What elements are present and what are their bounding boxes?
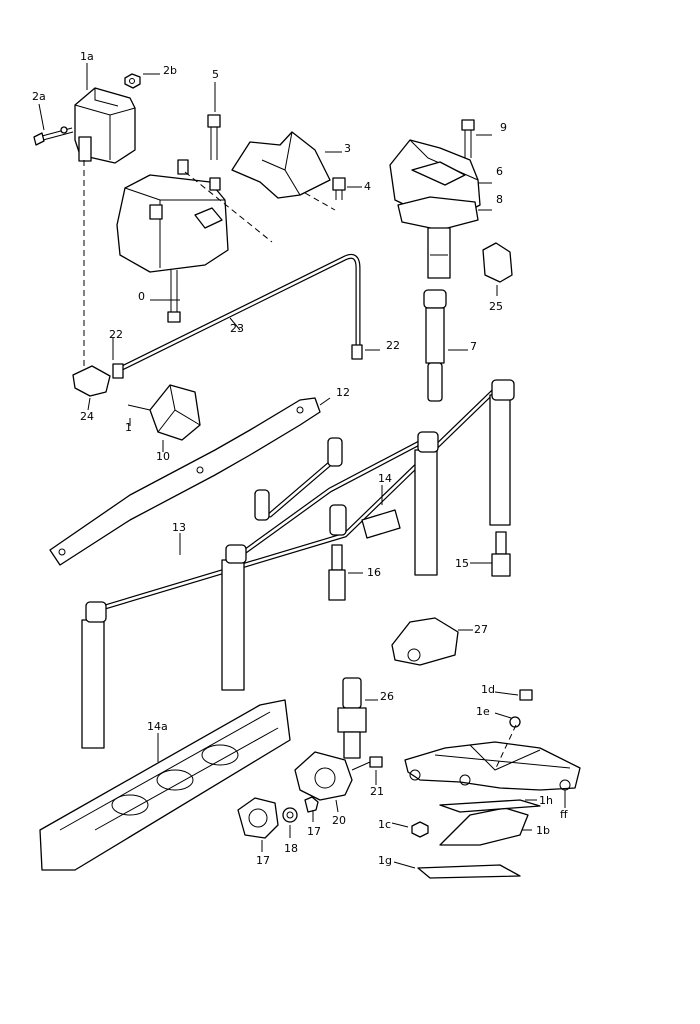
label-23: 23 bbox=[230, 322, 244, 335]
label-10: 10 bbox=[156, 450, 170, 463]
label-13: 13 bbox=[172, 521, 186, 534]
label-17-nut: 17 bbox=[307, 825, 321, 838]
strip-1h bbox=[439, 799, 541, 813]
label-7: 7 bbox=[470, 340, 477, 353]
label-22-left: 22 bbox=[109, 328, 123, 341]
label-1d: 1d bbox=[481, 683, 495, 696]
clamp-17 bbox=[237, 797, 279, 839]
washer-1e bbox=[509, 716, 521, 728]
clamp-20 bbox=[294, 751, 353, 801]
label-0: 0 bbox=[138, 290, 145, 303]
label-22-right: 22 bbox=[386, 339, 400, 352]
label-9: 9 bbox=[500, 121, 507, 134]
nut-2b bbox=[124, 73, 141, 89]
label-16: 16 bbox=[367, 566, 381, 579]
label-14: 14 bbox=[378, 472, 392, 485]
gasket-8 bbox=[397, 196, 479, 231]
label-1e: 1e bbox=[476, 705, 490, 718]
bolt-9 bbox=[461, 119, 475, 158]
ignition-coil-1a bbox=[74, 87, 136, 164]
plate-1b bbox=[439, 807, 529, 846]
boot-tube bbox=[427, 227, 451, 279]
bolt-21 bbox=[351, 756, 383, 771]
label-8: 8 bbox=[496, 193, 503, 206]
label-1b: 1b bbox=[536, 824, 550, 837]
label-24: 24 bbox=[80, 410, 94, 423]
distributor-cap bbox=[116, 159, 229, 273]
bolt-5 bbox=[207, 114, 221, 160]
part-labels: 1a 2b 2a 5 3 4 9 6 8 25 0 23 22 22 7 24 … bbox=[32, 50, 568, 867]
label-15: 15 bbox=[455, 557, 469, 570]
label-1: 1 bbox=[125, 421, 132, 434]
nut-17 bbox=[304, 796, 319, 813]
boot-7 bbox=[423, 289, 447, 402]
label-1g: 1g bbox=[378, 854, 392, 867]
label-20: 20 bbox=[332, 814, 346, 827]
clip-22-left bbox=[112, 363, 124, 379]
washer-18 bbox=[282, 807, 298, 823]
sensor-26 bbox=[337, 677, 367, 759]
label-6: 6 bbox=[496, 165, 503, 178]
label-5: 5 bbox=[212, 68, 219, 81]
spark-plug-15 bbox=[491, 531, 511, 577]
bracket-1g bbox=[417, 864, 521, 879]
label-1h: 1h bbox=[539, 794, 553, 807]
label-26: 26 bbox=[380, 690, 394, 703]
label-21: 21 bbox=[370, 785, 384, 798]
label-ff: ff bbox=[560, 808, 568, 821]
elbow-24 bbox=[72, 365, 111, 397]
label-14a: 14a bbox=[147, 720, 168, 733]
heat-shield-assembly bbox=[404, 741, 581, 791]
bracket-12 bbox=[49, 397, 321, 566]
control-module-10 bbox=[149, 384, 201, 441]
clip-22-right bbox=[351, 344, 363, 360]
bolt-0 bbox=[167, 270, 181, 323]
clip-25 bbox=[482, 242, 513, 283]
label-2a: 2a bbox=[32, 90, 46, 103]
cover-14a bbox=[39, 699, 291, 871]
bolt-2a bbox=[33, 126, 74, 146]
label-17-clamp: 17 bbox=[256, 854, 270, 867]
bracket-27 bbox=[391, 617, 459, 666]
lead-comb-14 bbox=[361, 509, 401, 539]
label-18: 18 bbox=[284, 842, 298, 855]
bolt-4 bbox=[332, 177, 346, 200]
label-27: 27 bbox=[474, 623, 488, 636]
label-12: 12 bbox=[336, 386, 350, 399]
leader-lines bbox=[38, 63, 566, 869]
bolt-1d bbox=[519, 689, 533, 701]
label-1c: 1c bbox=[378, 818, 391, 831]
coil-pack-6 bbox=[389, 139, 481, 219]
label-3: 3 bbox=[344, 142, 351, 155]
ignition-leads-13 bbox=[81, 379, 515, 749]
label-4: 4 bbox=[364, 180, 371, 193]
label-2b: 2b bbox=[163, 64, 177, 77]
label-25: 25 bbox=[489, 300, 503, 313]
glow-plug-16 bbox=[328, 544, 346, 601]
nut-1c bbox=[411, 821, 429, 838]
bracket-3 bbox=[231, 131, 331, 199]
label-1a: 1a bbox=[80, 50, 94, 63]
